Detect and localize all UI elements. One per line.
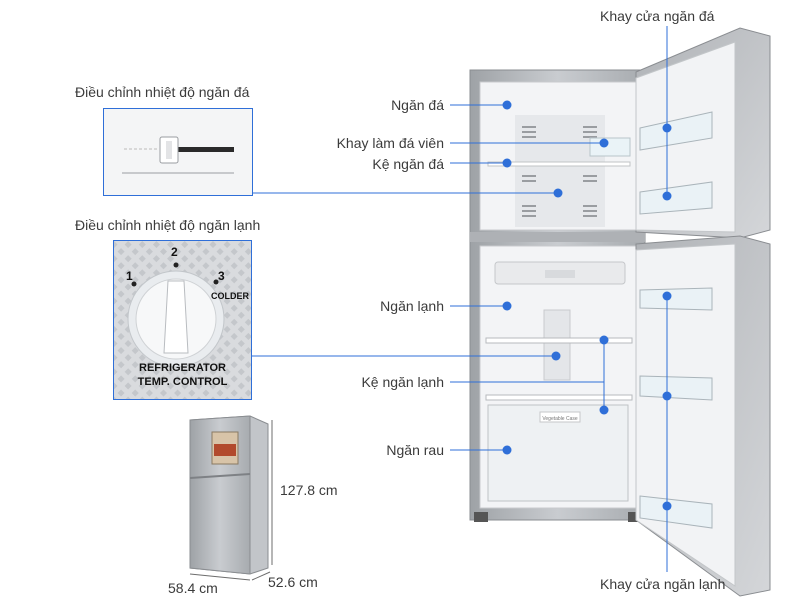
- label-fridge-temp-control: Điều chỉnh nhiệt độ ngăn lạnh: [75, 217, 261, 233]
- dial-caption-line1: REFRIGERATOR: [139, 362, 226, 374]
- fridge-thumbnail: [189, 415, 273, 581]
- label-vegetable: Ngăn rau: [386, 442, 444, 458]
- callout-dots: [502, 100, 672, 511]
- fridge-body: Vegetable Case: [469, 69, 646, 522]
- dial-mark-2: 2: [171, 245, 178, 259]
- label-freezer-shelf: Kệ ngăn đá: [372, 156, 444, 172]
- label-fridge-shelf: Kệ ngăn lạnh: [361, 374, 444, 390]
- dial-mark-1: 1: [126, 269, 133, 283]
- dial-colder: COLDER: [211, 291, 249, 301]
- label-fridge-door-tray: Khay cửa ngăn lạnh: [600, 576, 726, 592]
- label-freezer-door-tray: Khay cửa ngăn đá: [600, 8, 715, 24]
- dial-mark-3: 3: [218, 269, 225, 283]
- freezer-door: [635, 27, 771, 239]
- dimension-depth: 52.6 cm: [268, 574, 318, 590]
- label-freezer-temp-control: Điều chỉnh nhiệt độ ngăn đá: [75, 84, 250, 100]
- dial-background: [114, 241, 251, 399]
- freezer-control-inset: [103, 108, 253, 196]
- label-freezer: Ngăn đá: [391, 97, 444, 113]
- fridge-door: [635, 235, 771, 597]
- fridge-control-inset: 1 2 3 COLDER REFRIGERATOR TEMP. CONTROL: [113, 240, 252, 400]
- label-ice-tray: Khay làm đá viên: [336, 135, 444, 151]
- dial-caption-line2: TEMP. CONTROL: [137, 376, 228, 388]
- label-fridge: Ngăn lạnh: [380, 298, 444, 314]
- dimension-height: 127.8 cm: [280, 482, 338, 498]
- dimension-width: 58.4 cm: [168, 580, 218, 596]
- freezer-slider-icon: [104, 109, 252, 195]
- callout-lines: [252, 26, 668, 572]
- crisper-label: Vegetable Case: [542, 416, 578, 422]
- dial-caption: REFRIGERATOR TEMP. CONTROL: [120, 361, 245, 389]
